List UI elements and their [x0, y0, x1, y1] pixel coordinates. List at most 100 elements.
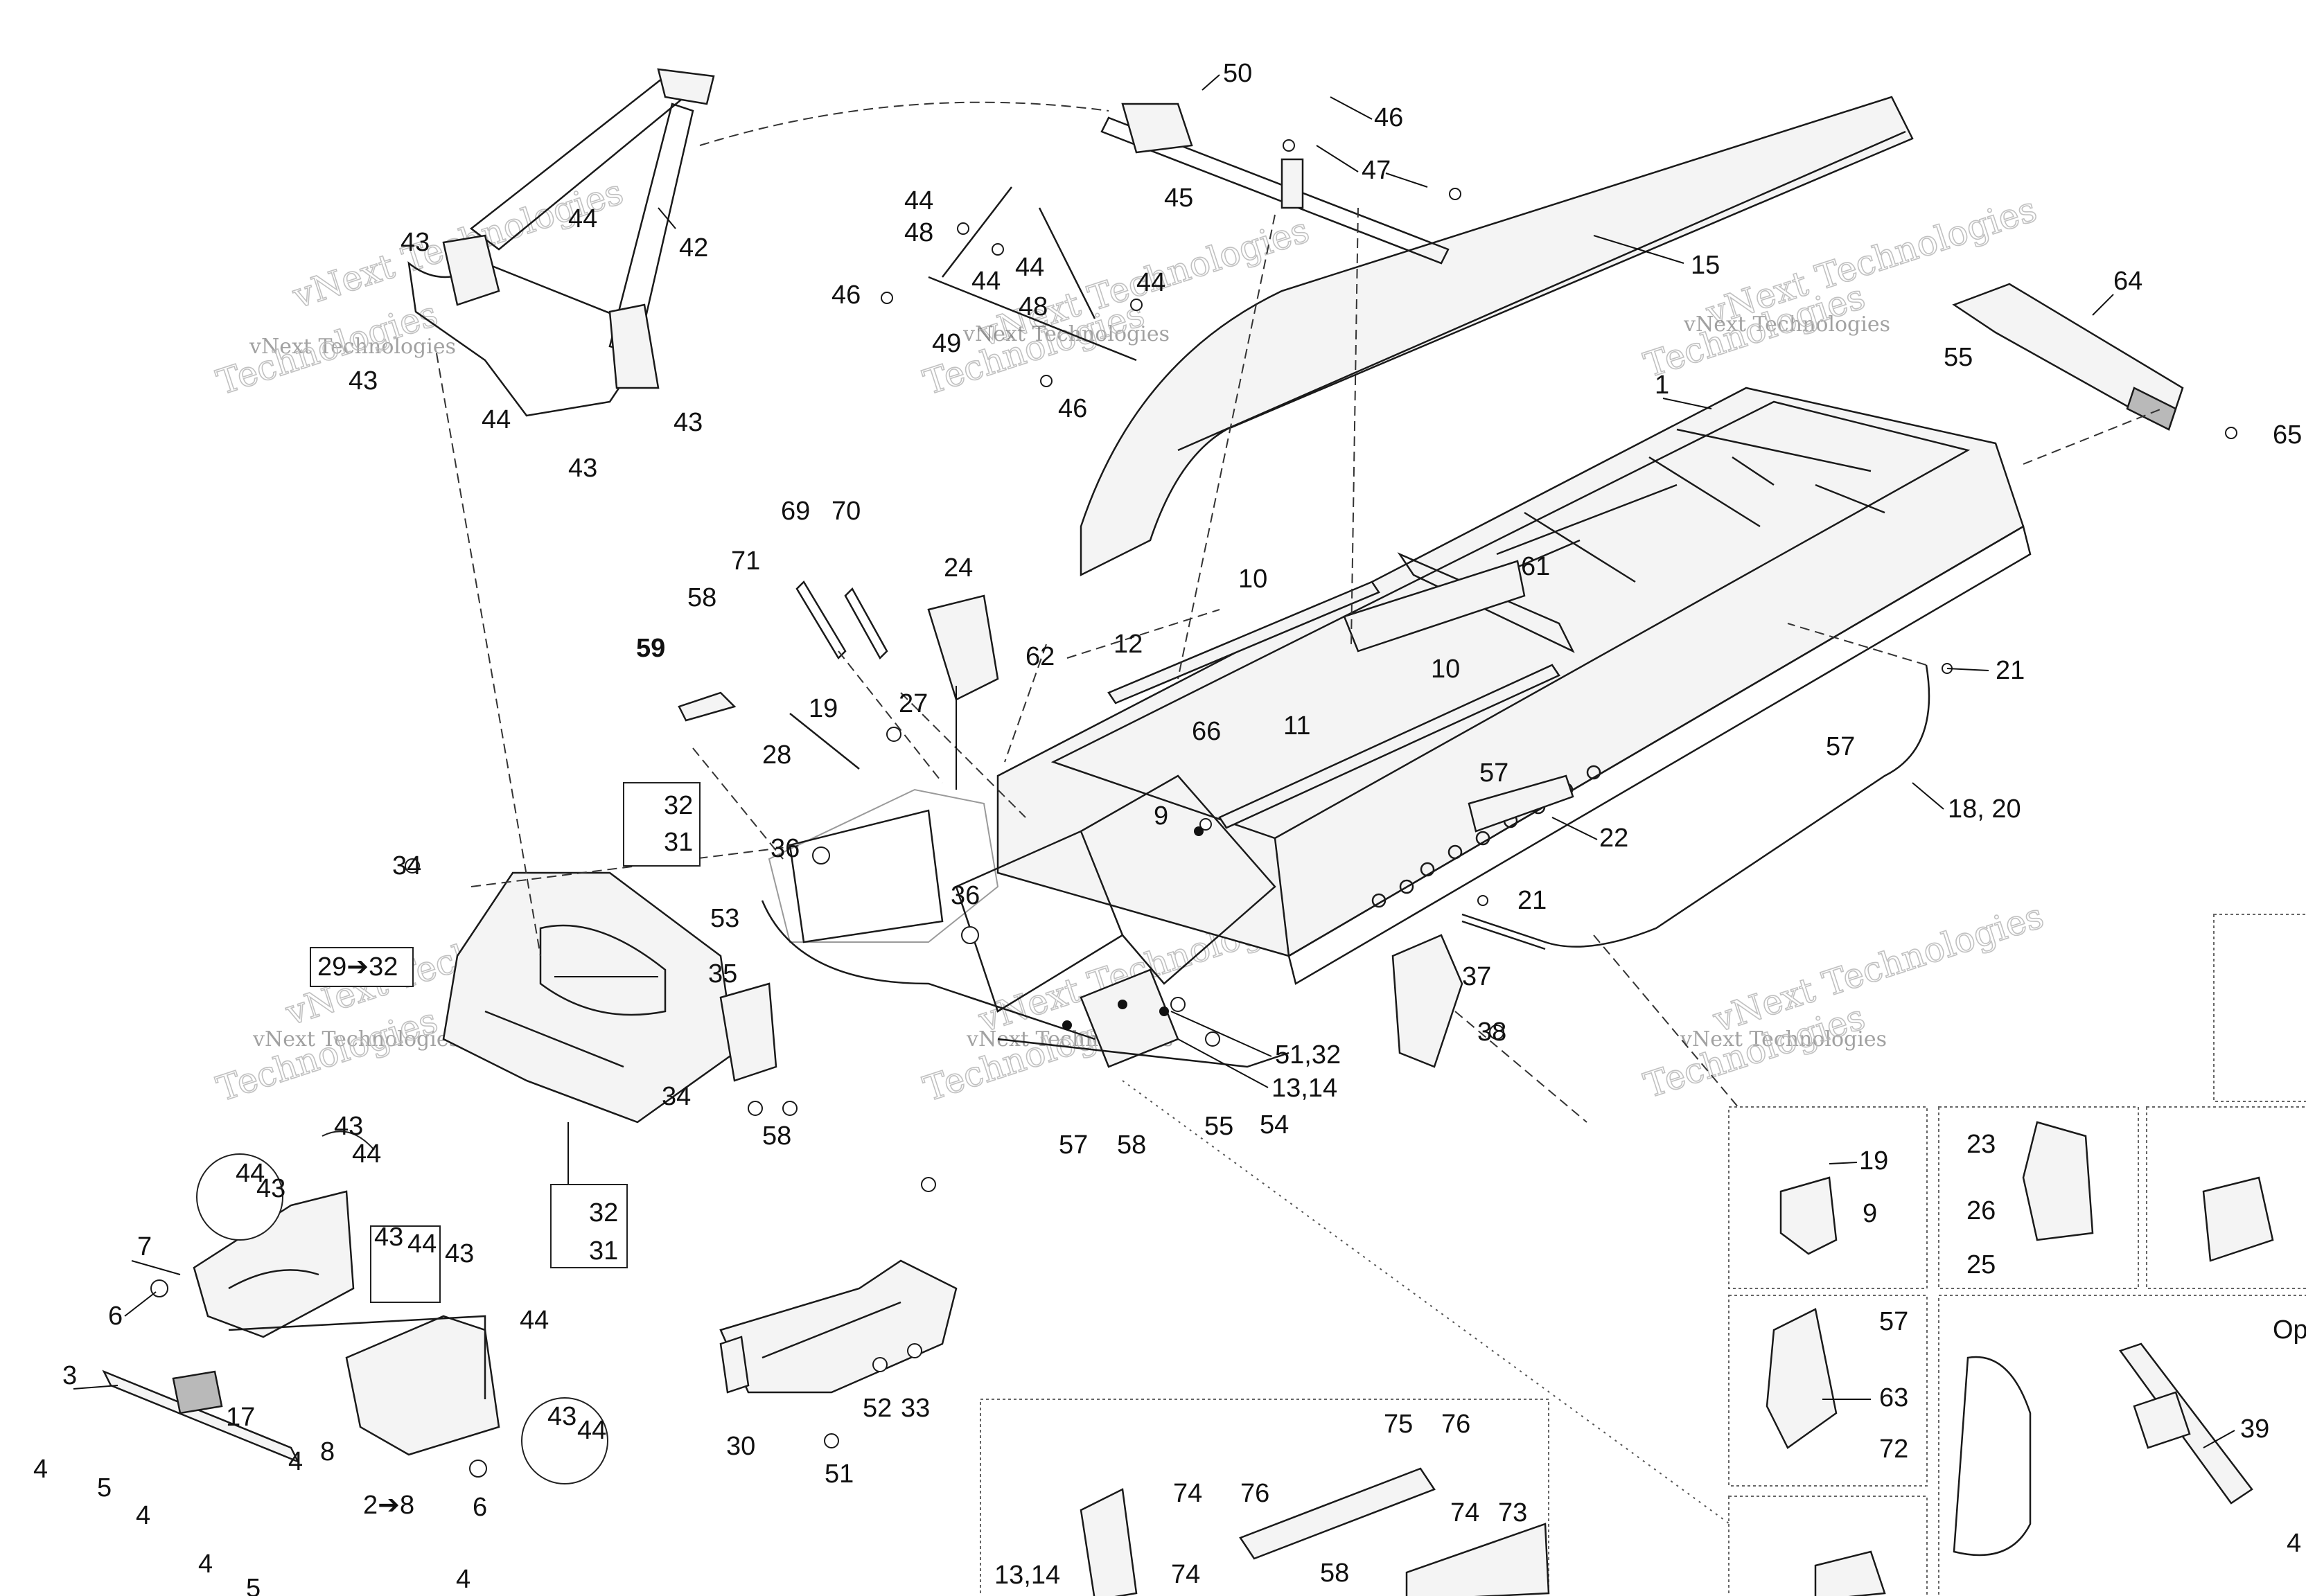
- callout-31: 31: [664, 828, 693, 857]
- callout-9: 9: [1154, 801, 1168, 831]
- callout-11: 11: [1283, 711, 1310, 741]
- callout-10: 10: [1431, 655, 1460, 684]
- callout-71: 71: [731, 547, 760, 576]
- callout-25: 25: [1966, 1250, 1996, 1279]
- callout-64: 64: [2113, 267, 2142, 296]
- watermark-text: vNext Technologies: [962, 322, 1170, 346]
- leader-lines: [73, 74, 2235, 1448]
- callout-49: 49: [932, 329, 961, 358]
- callout-48: 48: [904, 218, 933, 247]
- callout-43: 43: [401, 228, 430, 257]
- callout-boxes: [196, 782, 701, 1484]
- engine-mount: [719, 1259, 958, 1394]
- callout-66: 66: [1192, 717, 1221, 746]
- callout-24: 24: [944, 553, 973, 583]
- callout-9: 9: [1863, 1199, 1877, 1228]
- callout-19: 19: [809, 694, 838, 723]
- callout-32: 32: [589, 1198, 618, 1227]
- callout-37: 37: [1462, 962, 1491, 991]
- callout-74: 74: [1450, 1498, 1479, 1527]
- callout-34: 34: [662, 1082, 691, 1111]
- callout-6: 6: [108, 1302, 123, 1331]
- callout-21: 21: [1517, 886, 1547, 915]
- callout-58: 58: [687, 583, 716, 612]
- callout-43: 43: [674, 408, 703, 437]
- callout-39: 39: [2240, 1415, 2269, 1444]
- callout-12: 12: [1114, 630, 1143, 659]
- callout-54: 54: [1260, 1110, 1289, 1140]
- callout-2-8: 2➔8: [363, 1491, 414, 1520]
- callout-21: 21: [1996, 656, 2025, 685]
- watermark-text: vNext Technologies: [249, 335, 456, 359]
- watermark-text: vNext Technologies: [252, 1027, 459, 1052]
- callout-44: 44: [904, 186, 933, 215]
- callout-38: 38: [1477, 1018, 1506, 1047]
- callout-33: 33: [901, 1394, 930, 1423]
- callout-23: 23: [1966, 1130, 1996, 1159]
- callout-4: 4: [198, 1550, 213, 1579]
- callout-3: 3: [62, 1361, 77, 1390]
- callout-4: 4: [33, 1455, 48, 1484]
- callout-52: 52: [863, 1394, 892, 1423]
- callout-44: 44: [971, 267, 1001, 296]
- watermark-text: vNext Technologies: [1680, 1027, 1887, 1052]
- callout-4: 4: [136, 1501, 150, 1530]
- callout-61: 61: [1521, 552, 1550, 581]
- callout-72: 72: [1879, 1435, 1908, 1464]
- callout-43: 43: [349, 366, 378, 396]
- callout-28: 28: [762, 741, 791, 770]
- callout-46: 46: [1058, 394, 1087, 423]
- callout-43: 43: [334, 1112, 363, 1141]
- callout-73: 73: [1498, 1498, 1527, 1527]
- callout-57: 57: [1826, 732, 1855, 761]
- assembly-lines: [436, 207, 2163, 1532]
- callout-76: 76: [1240, 1479, 1269, 1508]
- callout-36: 36: [771, 834, 800, 863]
- tunnel-frame: [996, 387, 2032, 985]
- callout-36: 36: [951, 881, 980, 910]
- callout-44: 44: [482, 405, 511, 434]
- callout-44: 44: [1015, 253, 1044, 282]
- callout-35: 35: [708, 959, 737, 988]
- watermark-text: vNext Technologies: [1683, 312, 1890, 337]
- callout-65: 65: [2273, 420, 2302, 450]
- rear-cover: [1080, 96, 1914, 577]
- callout-29-32: 29➔32: [317, 952, 398, 982]
- callout-13-14: 13,14: [1271, 1074, 1337, 1103]
- callout-8: 8: [320, 1437, 335, 1466]
- callout-58: 58: [1320, 1559, 1349, 1588]
- callout-6: 6: [473, 1493, 487, 1522]
- inset-panels: [980, 914, 2306, 1596]
- steering-column: [407, 68, 1109, 417]
- callout-32: 32: [664, 791, 693, 820]
- callout-18-20: 18, 20: [1948, 795, 2021, 824]
- callout-57: 57: [1479, 759, 1508, 788]
- callout-31: 31: [589, 1236, 618, 1266]
- callout-57: 57: [1879, 1307, 1908, 1336]
- callout-43: 43: [445, 1239, 474, 1268]
- callout-44: 44: [407, 1230, 437, 1259]
- callout-op: Op: [2273, 1315, 2306, 1345]
- callout-46: 46: [831, 281, 861, 310]
- callout-70: 70: [831, 497, 861, 526]
- tie-rod: [1461, 664, 1930, 950]
- callout-69: 69: [781, 497, 810, 526]
- callout-44: 44: [577, 1416, 606, 1445]
- callout-50: 50: [1223, 59, 1252, 88]
- callout-45: 45: [1164, 184, 1193, 213]
- small-parts: [678, 560, 1574, 833]
- callout-44: 44: [352, 1140, 381, 1169]
- callout-43: 43: [568, 454, 597, 483]
- callout-46: 46: [1374, 103, 1403, 132]
- callout-19: 19: [1859, 1146, 1888, 1176]
- callout-4: 4: [2287, 1529, 2301, 1558]
- callout-44: 44: [236, 1159, 265, 1188]
- callout-62: 62: [1026, 642, 1055, 671]
- callout-55: 55: [1204, 1112, 1233, 1141]
- callout-44: 44: [1136, 268, 1165, 297]
- callout-58: 58: [1117, 1130, 1146, 1160]
- callout-75: 75: [1384, 1410, 1413, 1439]
- rear-bumper: [1952, 283, 2184, 431]
- callout-51: 51: [825, 1460, 854, 1489]
